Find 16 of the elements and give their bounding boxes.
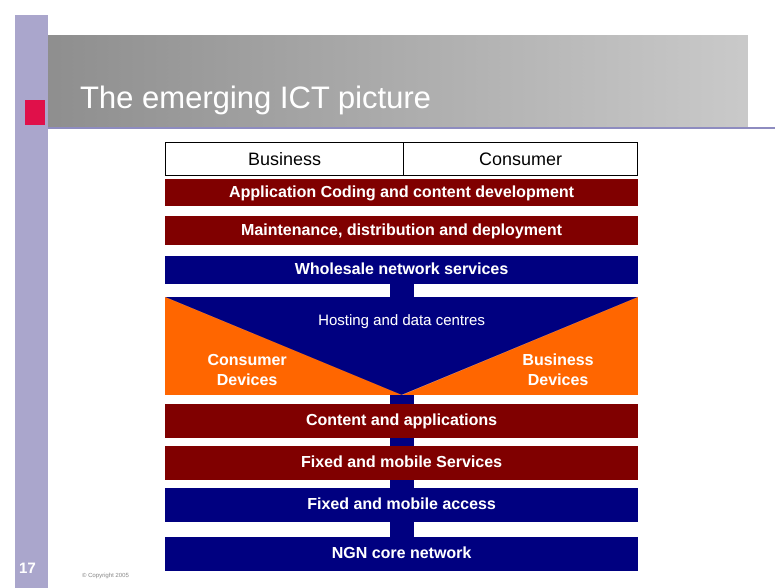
page-number: 17 [19, 560, 36, 577]
layer-band: Content and applications [165, 404, 638, 438]
slide-title: The emerging ICT picture [80, 80, 431, 116]
layer-band: Fixed and mobile access [165, 488, 638, 522]
layer-band: Application Coding and content development [165, 179, 638, 206]
connector-stem [390, 438, 414, 446]
connector-stem [390, 284, 414, 297]
connector-stem [390, 395, 414, 404]
connector-stem [390, 480, 414, 488]
layer-band: NGN core network [165, 537, 638, 571]
layer-band: Maintenance, distribution and deployment [165, 216, 638, 245]
layer-band: Fixed and mobile Services [165, 446, 638, 480]
column-header: Business [165, 142, 404, 176]
column-header: Consumer [403, 142, 638, 176]
connector-stem [390, 522, 414, 537]
layer-band: Wholesale network services [165, 256, 638, 284]
